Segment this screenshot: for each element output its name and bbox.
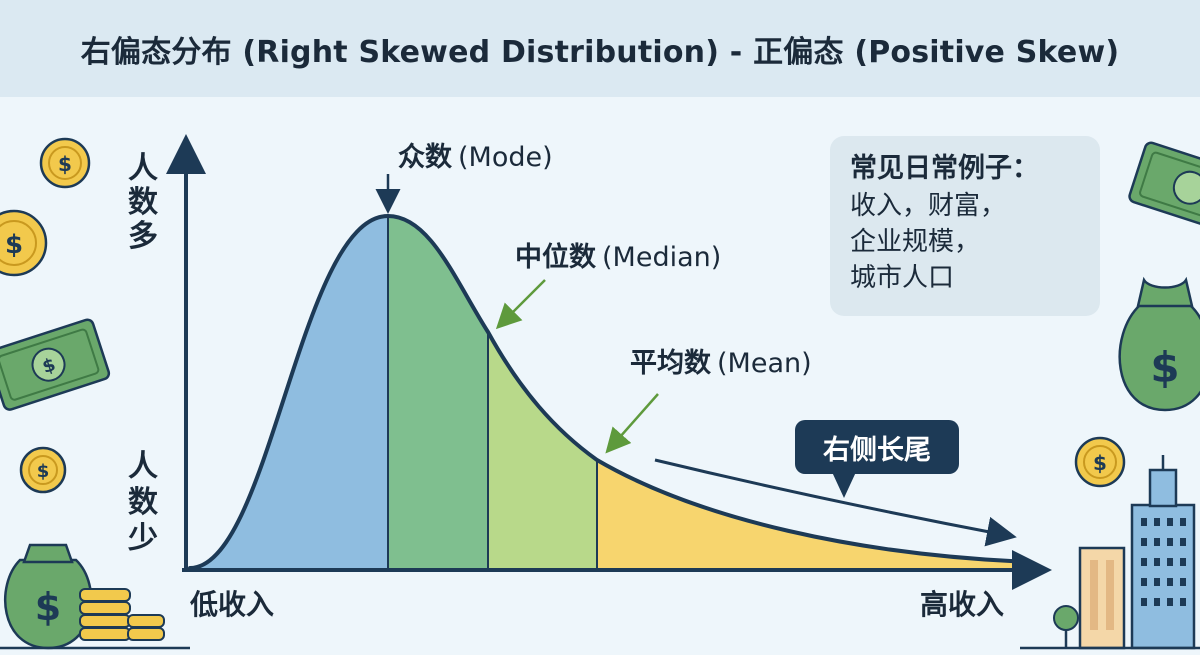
tail-arrow	[654, 458, 1017, 547]
x-axis-right-label: 高收入	[920, 588, 1004, 621]
svg-text:$: $	[58, 152, 72, 176]
svg-text:$: $	[37, 461, 50, 482]
long-tail-badge: 右侧长尾	[795, 420, 959, 474]
mean-label: 平均数(Mean)	[630, 348, 812, 379]
money-bag-icon: $	[1118, 276, 1200, 412]
mean-arrow	[605, 393, 659, 454]
examples-heading: 常见日常例子：	[850, 153, 1039, 184]
banknote-icon	[1128, 141, 1200, 234]
mean-label-en: (Mean)	[717, 348, 812, 379]
coin-icon: $	[1074, 436, 1126, 488]
distribution-curve	[188, 213, 1032, 570]
coin-icon: $	[19, 446, 67, 494]
mean-label-zh: 平均数	[630, 348, 712, 379]
banknote-icon: $	[0, 318, 111, 411]
region-mode-to-median	[388, 216, 488, 568]
y-top-char-2: 数	[128, 185, 159, 220]
mode-label-zh: 众数	[398, 142, 453, 173]
y-bottom-char-2: 数	[128, 485, 159, 520]
header-bar: 右偏态分布 (Right Skewed Distribution) - 正偏态 …	[0, 0, 1200, 97]
office-building-icon	[1078, 455, 1196, 650]
tree-icon	[1053, 605, 1079, 648]
mode-label: 众数(Mode)	[398, 142, 553, 173]
svg-text:$: $	[5, 230, 23, 260]
svg-text:$: $	[1150, 343, 1179, 392]
svg-text:$: $	[35, 585, 61, 629]
y-top-char-3: 多	[128, 219, 158, 254]
svg-text:$: $	[40, 354, 58, 378]
region-tail	[597, 460, 1030, 568]
median-arrow	[495, 279, 546, 330]
mode-label-en: (Mode)	[458, 142, 553, 173]
region-before-mode	[190, 216, 388, 568]
examples-box: 常见日常例子： 收入，财富， 企业规模， 城市人口	[830, 136, 1100, 316]
region-median-to-mean	[488, 332, 597, 568]
money-bag-icon: $	[3, 543, 93, 650]
y-bottom-char-1: 人	[128, 449, 158, 484]
region-dividers	[387, 216, 598, 568]
x-axis-left-label: 低收入	[189, 588, 274, 621]
y-axis-bottom-label: 人 数 少	[128, 449, 159, 556]
coin-stack-icon	[79, 588, 165, 641]
long-tail-badge-pointer	[832, 472, 856, 498]
examples-line-3: 城市人口	[850, 263, 955, 293]
distribution-regions	[190, 216, 1030, 568]
examples-line-2: 企业规模，	[850, 227, 981, 257]
y-axis-top-label: 人 数 多	[128, 151, 159, 254]
coin-icon: $	[0, 209, 48, 277]
coin-icon: $	[39, 137, 91, 189]
page-title: 右偏态分布 (Right Skewed Distribution) - 正偏态 …	[80, 34, 1120, 70]
examples-line-1: 收入，财富，	[850, 191, 1007, 221]
y-top-char-1: 人	[128, 151, 158, 186]
median-label-zh: 中位数	[515, 241, 597, 273]
y-bottom-char-3: 少	[128, 521, 158, 556]
median-label: 中位数(Median)	[515, 241, 721, 273]
svg-text:$: $	[1093, 451, 1107, 475]
median-label-en: (Median)	[602, 242, 721, 273]
